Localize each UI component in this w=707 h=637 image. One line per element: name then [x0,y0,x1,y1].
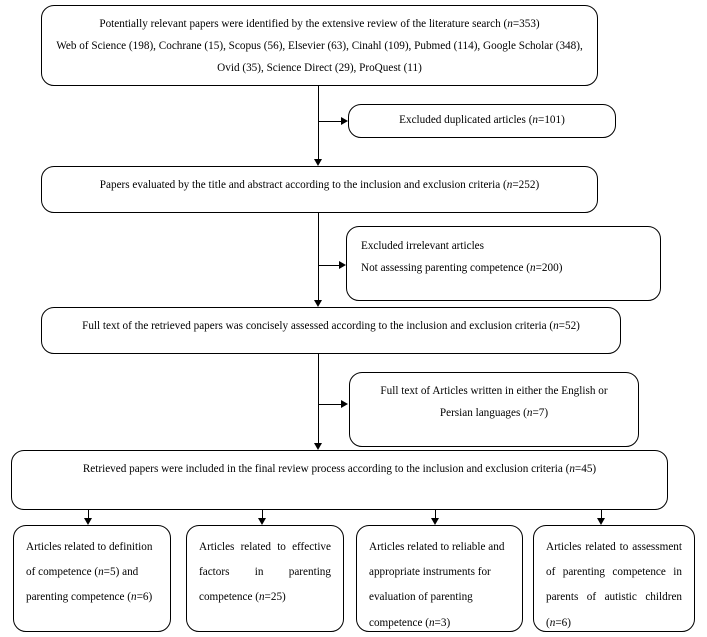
arrowhead-into-final-included [313,443,322,450]
excluded-irrelevant-line2: Not assessing parenting competence (n=20… [361,261,563,274]
box-language-restricted-articles: Full text of Articles written in either … [349,372,639,447]
connector-branch-excluded-duplicates [318,121,342,122]
connector-final-to-outcome-3 [435,510,436,523]
connector-branch-language-excluded [318,404,342,405]
arrowhead-into-outcome-2 [257,518,266,525]
final-included-line1: Retrieved papers were included in the fi… [82,463,597,475]
language-excluded-line1: Full text of Articles written in either … [380,385,608,419]
arrowhead-into-full-text-assessed [313,300,322,307]
excluded-duplicates-line1: Excluded duplicated articles (n=101) [399,114,565,126]
box-papers-evaluated-title-abstract: Papers evaluated by the title and abstra… [41,166,598,213]
arrowhead-into-excluded-irrelevant [339,260,346,269]
box-full-text-assessed: Full text of the retrieved papers was co… [41,307,621,354]
outcome-2-text: Articles related to effective factors in… [199,541,331,604]
box-outcome-effective-factors: Articles related to effective factors in… [186,525,344,632]
connector-title-abstract-to-full-text [318,213,319,305]
connector-full-text-to-final-included [318,354,319,448]
box-excluded-duplicated-articles: Excluded duplicated articles (n=101) [348,104,616,138]
excluded-irrelevant-line1: Excluded irrelevant articles [361,240,485,252]
connector-final-to-outcome-2 [262,510,263,523]
title-abstract-line1: Papers evaluated by the title and abstra… [99,179,540,191]
box-outcome-reliable-instruments: Articles related to reliable and appropr… [356,525,523,632]
outcome-3-text: Articles related to reliable and appropr… [369,541,505,629]
arrowhead-into-outcome-1 [83,518,92,525]
outcome-4-text: Articles related to assessment of parent… [546,541,682,629]
outcome-1-text: Articles related to definition of compet… [26,541,153,604]
arrowhead-into-excluded-duplicates [341,116,348,125]
connector-final-to-outcome-4 [601,510,602,523]
arrowhead-into-outcome-3 [430,518,439,525]
papers-identified-line1: Potentially relevant papers were identif… [99,18,540,30]
connector-identified-to-title-abstract [318,86,319,164]
box-excluded-irrelevant-articles: Excluded irrelevant articles Not assessi… [346,226,661,301]
arrowhead-into-language-excluded [341,399,348,408]
full-text-assessed-line1: Full text of the retrieved papers was co… [82,320,580,332]
papers-identified-line2: Web of Science (198), Cochrane (15), Sco… [56,39,583,74]
box-papers-identified: Potentially relevant papers were identif… [41,5,598,86]
box-final-included-papers: Retrieved papers were included in the fi… [11,450,668,510]
arrowhead-into-title-abstract [313,159,322,166]
box-outcome-assessment-autistic-parents: Articles related to assessment of parent… [533,525,695,632]
box-outcome-definition-of-competence: Articles related to definition of compet… [13,525,171,632]
arrowhead-into-outcome-4 [596,518,605,525]
connector-final-to-outcome-1 [88,510,89,523]
connector-branch-excluded-irrelevant [318,265,340,266]
